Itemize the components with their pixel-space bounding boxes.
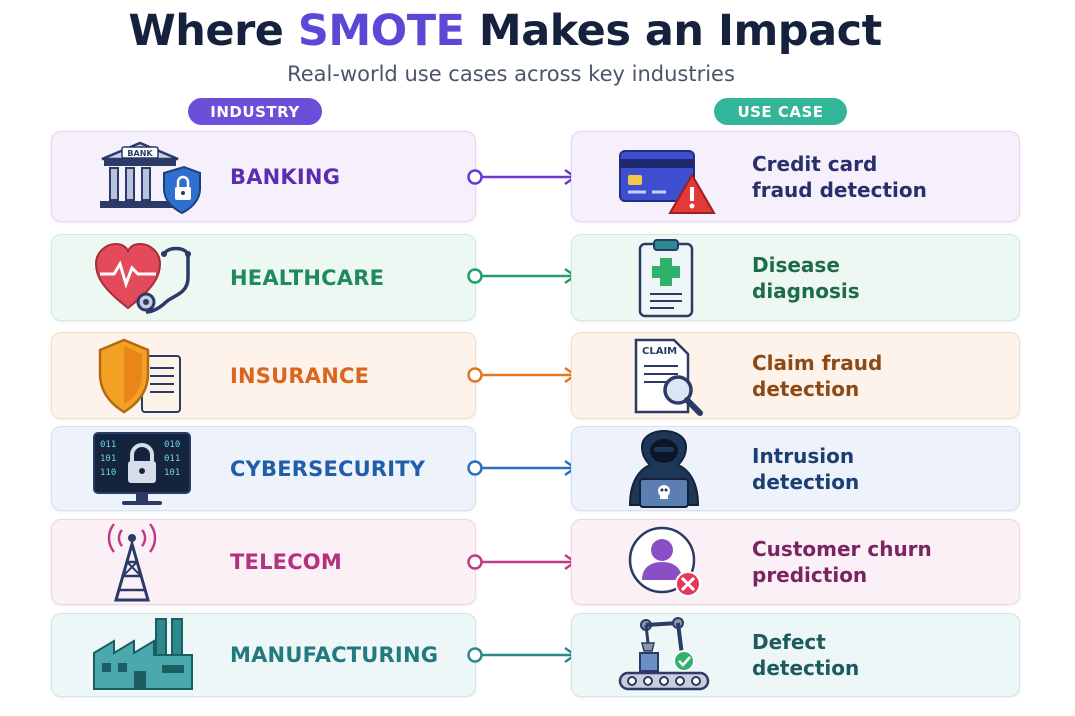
use-case-label-healthcare: Disease diagnosis (752, 252, 860, 304)
user-remove-icon (616, 522, 716, 602)
svg-text:010: 010 (164, 440, 180, 450)
industry-column-header: INDUSTRY (188, 98, 322, 125)
industry-label-manufacturing: MANUFACTURING (230, 643, 439, 667)
connector-banking (465, 167, 585, 187)
use-case-line1: Intrusion (752, 443, 855, 468)
industry-label-cybersecurity: CYBERSECURITY (230, 456, 426, 481)
use-case-card-insurance: CLAIM Claim fraud detection (571, 332, 1020, 419)
signal-tower-icon (92, 522, 202, 602)
heart-stethoscope-icon (92, 238, 202, 318)
connector-healthcare (465, 266, 585, 286)
svg-text:011: 011 (100, 440, 116, 450)
industry-label-healthcare: HEALTHCARE (230, 265, 385, 290)
use-case-line1: Disease (752, 252, 840, 277)
use-case-line2: prediction (752, 563, 868, 587)
claim-magnifier-icon: CLAIM (616, 336, 716, 416)
svg-text:CLAIM: CLAIM (642, 346, 677, 357)
use-case-card-telecom: Customer churn prediction (571, 519, 1020, 605)
industry-card-cybersecurity: 011 101 110 010 011 101 CYBERSECURITY (51, 426, 476, 511)
use-case-line1: Customer churn (752, 537, 932, 561)
use-case-line2: diagnosis (752, 278, 860, 303)
connector-telecom (465, 552, 585, 572)
hacker-laptop-icon (616, 429, 716, 509)
title-before: Where (128, 6, 298, 56)
industry-card-telecom: TELECOM (51, 519, 476, 605)
credit-card-alert-icon (616, 137, 716, 217)
connector-insurance (465, 365, 585, 385)
industry-card-banking: BANK BANKING (51, 131, 476, 222)
page-title: Where SMOTE Makes an Impact (0, 6, 1010, 56)
use-case-line2: detection (752, 376, 860, 401)
svg-text:101: 101 (164, 468, 180, 478)
use-case-column-header: USE CASE (714, 98, 847, 125)
use-case-card-manufacturing: Defect detection (571, 613, 1020, 697)
use-case-card-cybersecurity: Intrusion detection (571, 426, 1020, 511)
use-case-label-manufacturing: Defect detection (752, 629, 859, 681)
use-case-card-healthcare: Disease diagnosis (571, 234, 1020, 321)
shield-document-icon (92, 336, 202, 416)
use-case-card-banking: Credit card fraud detection (571, 131, 1020, 222)
use-case-label-insurance: Claim fraud detection (752, 350, 882, 402)
title-after: Makes an Impact (464, 6, 882, 56)
use-case-label-banking: Credit card fraud detection (752, 151, 927, 203)
industry-card-insurance: INSURANCE (51, 332, 476, 419)
use-case-line2: detection (752, 469, 860, 494)
use-case-line1: Defect (752, 630, 826, 654)
svg-text:BANK: BANK (127, 149, 153, 158)
clipboard-medical-icon (616, 238, 716, 318)
use-case-label-cybersecurity: Intrusion detection (752, 443, 859, 495)
use-case-line2: fraud detection (752, 177, 927, 202)
industry-card-manufacturing: MANUFACTURING (51, 613, 476, 697)
use-case-line2: detection (752, 656, 860, 680)
connector-cybersecurity (465, 458, 585, 478)
robot-arm-conveyor-icon (616, 615, 716, 695)
industry-label-telecom: TELECOM (230, 550, 342, 574)
monitor-lock-icon: 011 101 110 010 011 101 (92, 429, 202, 509)
connector-manufacturing (465, 645, 585, 665)
use-case-line1: Credit card (752, 151, 878, 176)
industry-card-healthcare: HEALTHCARE (51, 234, 476, 321)
use-case-label-telecom: Customer churn prediction (752, 536, 932, 588)
svg-text:011: 011 (164, 454, 180, 464)
page-subtitle: Real-world use cases across key industri… (287, 62, 735, 86)
industry-label-banking: BANKING (230, 164, 341, 189)
bank-lock-icon: BANK (92, 137, 202, 217)
industry-label-insurance: INSURANCE (230, 363, 370, 388)
factory-icon (92, 615, 202, 695)
svg-text:101: 101 (100, 454, 116, 464)
svg-text:110: 110 (100, 468, 116, 478)
use-case-line1: Claim fraud (752, 350, 883, 375)
title-accent: SMOTE (297, 6, 465, 56)
